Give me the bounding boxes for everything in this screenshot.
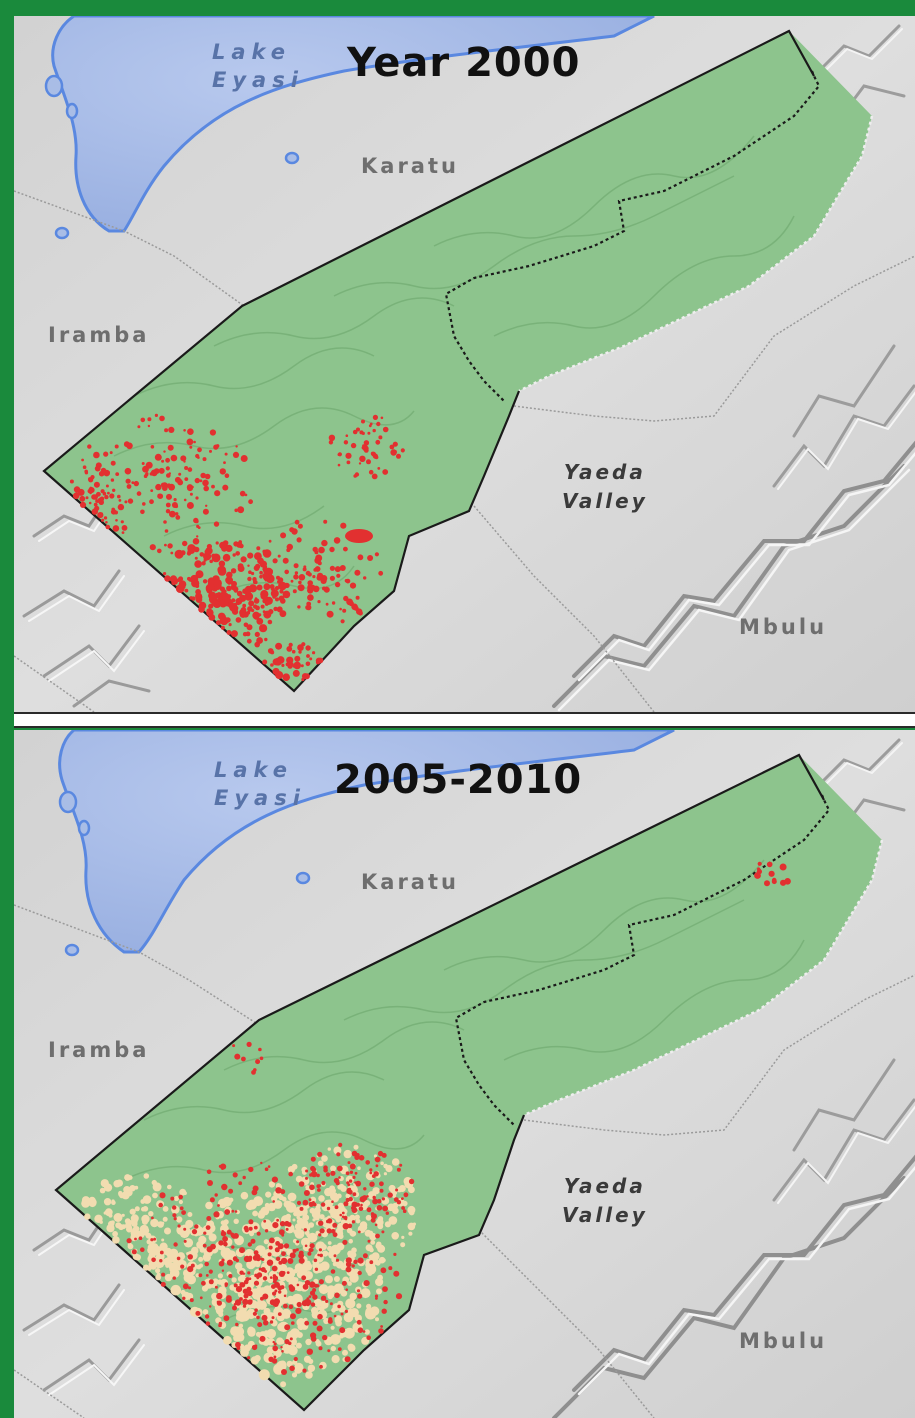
internal-boundary-dotted — [454, 794, 831, 1126]
year-title: Year 2000 — [347, 40, 581, 86]
mbulu-label: Mbulu — [739, 1329, 828, 1353]
map-panel-2005-2010: Lake Eyasi 2005-2010 Karatu Iramba Yaeda… — [14, 730, 915, 1418]
yaeda-valley-label: Yaeda Valley — [562, 460, 648, 513]
lake-eyasi-label: Lake Eyasi — [212, 40, 304, 92]
forest-reserve-boundary — [54, 753, 825, 1412]
lake-eyasi-water — [51, 16, 655, 233]
internal-boundary-dotted — [444, 70, 821, 402]
map-canvas — [14, 16, 915, 712]
small-water-bodies — [44, 74, 300, 240]
karatu-label: Karatu — [361, 870, 459, 894]
forest-texture — [123, 859, 805, 1321]
iramba-label: Iramba — [48, 323, 150, 347]
reserve-edge-dotted — [518, 115, 874, 393]
mbulu-label: Mbulu — [739, 615, 828, 639]
yaeda-valley-label: Yaeda Valley — [562, 1174, 648, 1227]
map-panel-year-2000: Lake Eyasi Year 2000 Karatu Iramba Yaeda… — [14, 16, 915, 712]
district-boundaries — [14, 190, 915, 712]
forest-reserve-boundary — [42, 29, 815, 693]
map-canvas — [14, 730, 915, 1418]
small-water-bodies — [58, 790, 311, 957]
forest-clearing-patches — [69, 413, 405, 682]
karatu-label: Karatu — [361, 154, 459, 178]
panel-divider — [14, 712, 915, 728]
year-title: 2005-2010 — [334, 757, 583, 803]
mountain-ridges — [22, 738, 915, 1418]
iramba-label: Iramba — [48, 1038, 150, 1062]
forest-texture — [113, 135, 795, 597]
forest-reserve-area — [44, 31, 872, 691]
lake-eyasi-label: Lake Eyasi — [214, 758, 306, 810]
reserve-edge-dotted — [523, 839, 884, 1117]
mountain-ridges — [22, 24, 915, 712]
forest-clearing-patches — [126, 861, 791, 1375]
